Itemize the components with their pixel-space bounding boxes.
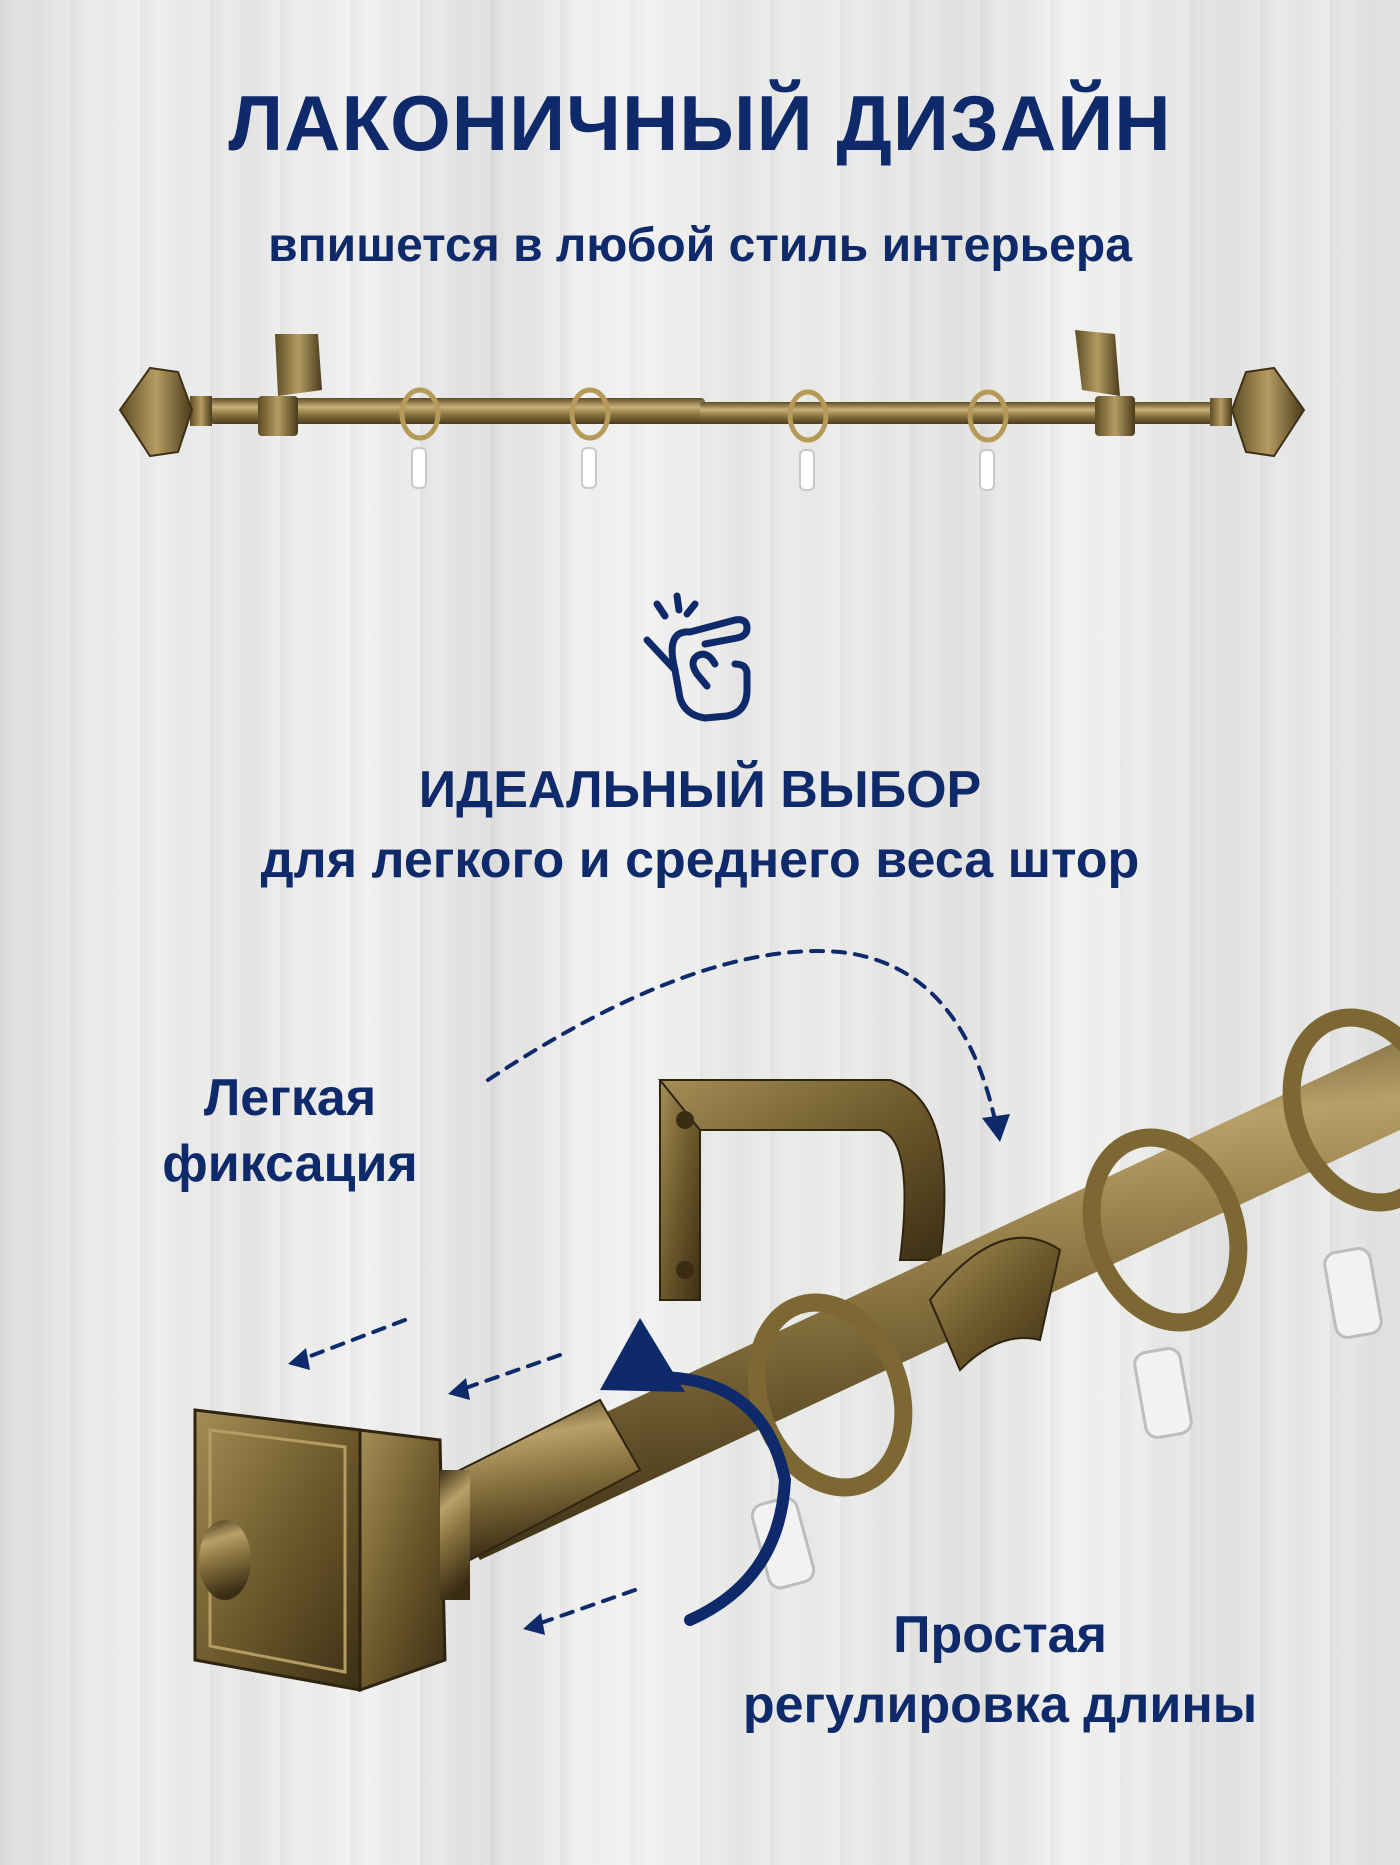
- page-title: ЛАКОНИЧНЫЙ ДИЗАЙН: [228, 79, 1172, 167]
- feature-length-adjustment-line1: Простая: [893, 1606, 1107, 1664]
- feature-length-adjustment-line2: регулировка длины: [742, 1676, 1258, 1734]
- feature-length-adjustment: Простая регулировка длины: [650, 1600, 1350, 1740]
- finger-snap-icon: [643, 592, 751, 722]
- ideal-choice-heading: ИДЕАЛЬНЫЙ ВЫБОР: [418, 761, 982, 819]
- ideal-choice-subheading: для легкого и среднего веса штор: [260, 831, 1140, 889]
- page-subtitle: впишется в любой стиль интерьера: [268, 219, 1132, 272]
- curtain-rod-full-image: [118, 330, 1306, 491]
- feature-easy-fixation-line1: Легкая: [203, 1069, 377, 1127]
- feature-easy-fixation-line2: фиксация: [162, 1135, 418, 1193]
- feature-easy-fixation: Легкая фиксация: [110, 1065, 470, 1197]
